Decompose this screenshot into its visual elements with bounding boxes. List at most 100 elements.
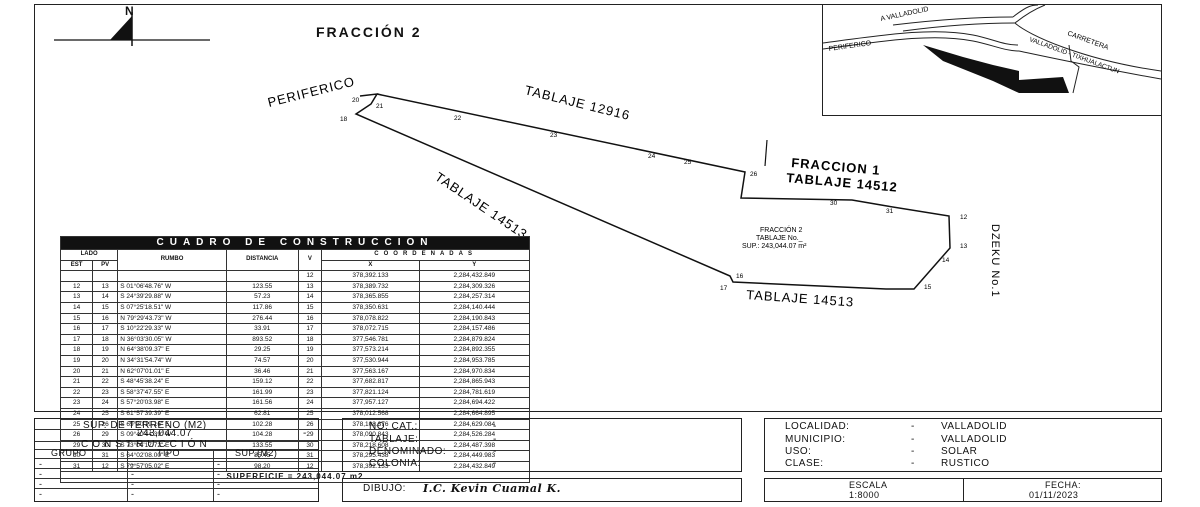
table-cell: 14 <box>59 301 94 314</box>
col-grupo: GRUPO <box>51 448 87 458</box>
table-cell: S 07°25'18.51" W <box>117 301 227 314</box>
table-cell: 14 <box>297 291 323 303</box>
table-cell: 23 <box>297 386 323 399</box>
table-cell: 16 <box>297 312 323 325</box>
table-cell: 21 <box>297 365 323 378</box>
table-cell: N 36°03'30.05" W <box>117 333 227 346</box>
denominado-label: DENOMINADO: <box>369 446 447 457</box>
table-cell: 2,284,629.084 <box>418 418 531 431</box>
table-cell: 33.91 <box>225 323 299 335</box>
table-cell: 30 <box>59 450 94 462</box>
table-cell: 161.99 <box>225 386 299 399</box>
sup-terreno-value: 243,044.07 <box>137 428 193 439</box>
vertex-label: 15 <box>924 284 932 291</box>
superficie-value: = 243,044.07 m2 <box>287 472 364 482</box>
construction-table-title: CUADRO DE CONSTRUCCION <box>60 236 530 250</box>
table-cell: 12 <box>59 280 94 293</box>
vertex-label: 25 <box>684 159 692 166</box>
dibujo-value: I.C. Kevin Cuamal K. <box>423 482 561 495</box>
vertex-label: 13 <box>960 243 968 250</box>
page-title: FRACCIÓN 2 <box>316 24 422 40</box>
center-label-3: SUP.: 243,044.07 m² <box>742 243 807 250</box>
table-cell: 14 <box>92 291 119 303</box>
col-v: V <box>297 248 323 272</box>
table-cell: 26 <box>59 429 94 441</box>
dibujo-box: DIBUJÓ: I.C. Kevin Cuamal K. <box>342 478 742 502</box>
dash: - <box>131 459 135 469</box>
table-cell: 15 <box>297 301 323 314</box>
table-cell: N 79°29'43.73" W <box>117 312 227 325</box>
location-map: A VALLADOLID PERIFERICO CARRETERA VALLAD… <box>822 4 1162 116</box>
municipio-label: MUNICIPIO: <box>785 434 846 445</box>
vertex-label: 31 <box>886 208 894 215</box>
vertex-label: 18 <box>340 116 348 123</box>
table-cell: 29 <box>59 439 94 452</box>
table-cell: 377,682.817 <box>321 376 420 388</box>
dash: - <box>217 459 221 469</box>
uso-label: USO: <box>785 446 812 457</box>
table-cell: 17 <box>297 323 323 335</box>
table-cell: 377,563.167 <box>321 365 420 378</box>
vertex-label: 30 <box>830 200 838 207</box>
sup-terreno-header: SUP. DE TERRENO (M2) <box>83 420 207 431</box>
table-cell: 133.55 <box>225 439 299 452</box>
escala-label: ESCALA <box>849 480 888 490</box>
vertex-label: 20 <box>352 97 360 104</box>
vertex-label: 21 <box>376 103 384 110</box>
label-tablaje-14513-bottom: TABLAJE 14513 <box>746 287 855 310</box>
table-cell: 15 <box>59 312 94 325</box>
table-cell: S 57°20'03.98" E <box>117 397 227 409</box>
table-cell: 378,350.631 <box>321 301 420 314</box>
municipio-value: VALLADOLID <box>941 434 1007 445</box>
superficie-label: SUPERFICIE <box>226 472 285 482</box>
table-cell: 2,284,309.326 <box>418 280 531 293</box>
col-pv: PV <box>92 259 119 272</box>
table-cell: 378,389.732 <box>321 280 420 293</box>
table-cell: 2,284,865.943 <box>418 376 531 388</box>
no-cat-label: NO. CAT.: <box>369 421 418 432</box>
north-arrow-icon <box>54 12 210 46</box>
vertex-label: 17 <box>720 285 728 292</box>
col-lado: LADO <box>59 249 119 261</box>
label-tablaje-12916: TABLAJE 12916 <box>523 82 632 123</box>
table-cell: 378,078.822 <box>321 312 420 325</box>
label-periferico: PERIFERICO <box>266 74 356 110</box>
table-cell: 377,957.127 <box>321 397 420 409</box>
table-cell: 378,090.843 <box>321 429 420 441</box>
table-cell: 123.55 <box>225 280 299 293</box>
table-cell: 12 <box>92 460 119 473</box>
dash: - <box>39 469 43 479</box>
table-cell: 29 <box>92 429 119 441</box>
dash: - <box>131 479 135 489</box>
table-cell: 24 <box>297 397 323 409</box>
dash: - <box>217 469 221 479</box>
table-cell: 161.56 <box>225 397 299 409</box>
table-cell: 378,392.133 <box>321 270 420 282</box>
location-map-svg: A VALLADOLID PERIFERICO CARRETERA VALLAD… <box>822 4 1162 94</box>
escala-fecha-box: ESCALA 1:8000 FECHA: 01/11/2023 <box>764 478 1162 502</box>
table-cell: 19 <box>92 344 119 356</box>
cadastral-box: NO. CAT.: - TABLAJE: - DENOMINADO: - COL… <box>342 418 742 472</box>
table-cell: 74.57 <box>225 354 299 367</box>
vertex-label: 24 <box>648 153 656 160</box>
table-cell: S 24°39'29.88" W <box>117 291 227 303</box>
table-cell: 15 <box>92 301 119 314</box>
dash: - <box>39 489 43 499</box>
col-x: X <box>321 259 420 272</box>
table-cell: N 64°38'09.37" E <box>117 344 227 356</box>
colonia-label: COLONIA: <box>369 458 421 469</box>
sup-terreno-dash: - <box>303 428 307 439</box>
tablaje-label: TABLAJE: <box>369 434 419 445</box>
table-cell: 20 <box>297 354 323 367</box>
escala-value: 1:8000 <box>849 490 880 500</box>
